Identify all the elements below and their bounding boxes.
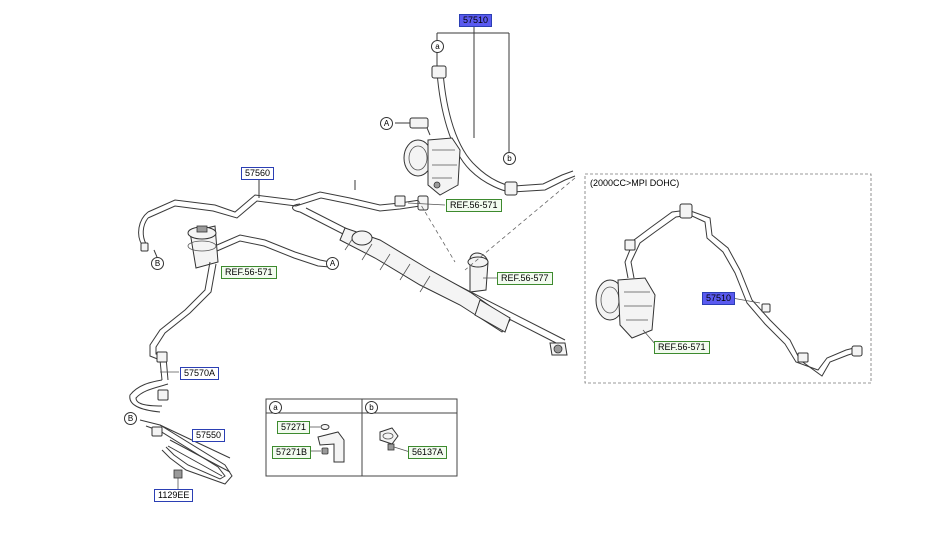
callout-A-pump: A (380, 117, 393, 130)
callout-B-lower: B (124, 412, 137, 425)
label-57560[interactable]: 57560 (241, 167, 275, 180)
callout-a-top: a (431, 40, 444, 53)
label-1129EE[interactable]: 1129EE (154, 489, 194, 502)
reservoir (187, 225, 331, 269)
hose-57510 (431, 65, 576, 196)
callout-A-reservoir: A (326, 257, 339, 270)
inset-box (584, 173, 872, 384)
callout-a-table: a (269, 401, 282, 414)
label-57271[interactable]: 57271 (277, 421, 311, 434)
power-steering-pump (395, 117, 461, 196)
callout-B-left: B (151, 257, 164, 270)
ref-gear[interactable]: REF.56-577 (497, 272, 553, 285)
inset-title: (2000CC>MPI DOHC) (590, 178, 680, 188)
hose-57570A (129, 261, 217, 413)
label-57550[interactable]: 57550 (192, 429, 226, 442)
ref-reservoir[interactable]: REF.56-571 (221, 266, 277, 279)
leader-57510 (436, 26, 510, 152)
ref-pump-inset[interactable]: REF.56-571 (654, 341, 710, 354)
ref-pump-main[interactable]: REF.56-571 (446, 199, 502, 212)
callout-b-top: b (503, 152, 516, 165)
callout-b-table: b (365, 401, 378, 414)
cooler-57550 (139, 419, 233, 490)
label-57510-inset[interactable]: 57510 (702, 292, 736, 305)
label-56137A[interactable]: 56137A (408, 446, 448, 459)
label-57271B[interactable]: 57271B (272, 446, 312, 459)
parts-table (265, 398, 458, 477)
label-57510-top[interactable]: 57510 (459, 14, 493, 27)
steering-gear (292, 177, 576, 356)
label-57570A[interactable]: 57570A (180, 367, 220, 380)
hose-57560 (138, 180, 429, 258)
